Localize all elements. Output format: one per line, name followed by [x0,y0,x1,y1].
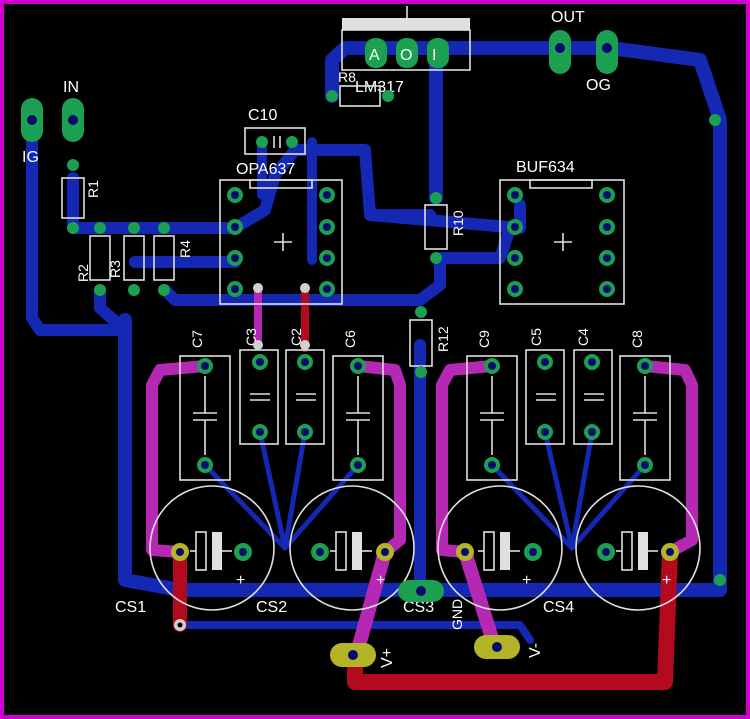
cs2-label: CS2 [256,599,287,616]
electrolytic-capacitors: + + + + CS1 CS2 CS3 CS4 [115,485,701,616]
cs4-plus: + [662,572,671,589]
opa637-label: OPA637 [236,161,295,178]
r1-label: R1 [85,180,101,198]
top-copper-traces [173,284,678,690]
c9-label: C9 [476,330,492,348]
cs2-plus: + [376,572,385,589]
c8-label: C8 [629,330,645,348]
out-label: OUT [551,9,585,26]
vminus-label: V- [527,643,544,658]
c6-label: C6 [342,330,358,348]
power-connectors: V+ V- [330,635,544,668]
lm317-pin-o: O [400,47,412,64]
ig-label: IG [22,149,39,166]
c4-label: C4 [575,328,591,346]
in-label: IN [63,79,79,96]
r2-label: R2 [75,264,91,282]
film-capacitors: C7 C6 C9 C8 [179,330,671,481]
resistor-r12: R12 [409,306,451,378]
r8-label: R8 [338,69,356,85]
resistors-r2-r3-r4: R2 R3 R4 [75,222,193,296]
r12-label: R12 [435,326,451,352]
via-traces [146,284,698,667]
output-connector: OUT OG [549,9,618,94]
resistor-r10: R10 [424,192,466,264]
resistor-r8: R8 [326,69,394,107]
opa637-opamp: OPA637 [219,161,343,305]
lm317-regulator: A O I LM317 [341,6,471,96]
r10-label: R10 [450,210,466,236]
r3-label: R3 [107,260,123,278]
c5-label: C5 [528,328,544,346]
cs1-plus: + [236,572,245,589]
vias [174,114,726,631]
og-label: OG [586,77,611,94]
lm317-pin-a: A [369,47,380,64]
cs1-label: CS1 [115,599,146,616]
c2-label: C2 [288,328,304,346]
c10-label: C10 [248,107,277,124]
buf634-label: BUF634 [516,159,575,176]
gnd-label: GND [449,599,465,630]
lm317-pin-i: I [432,47,436,64]
cs3-plus: + [522,572,531,589]
vplus-label: V+ [379,648,396,668]
capacitor-c10: C10 [244,107,306,155]
gnd-connector: GND [398,580,465,630]
c7-label: C7 [189,330,205,348]
buf634-buffer: BUF634 [499,159,625,305]
resistor-r1: R1 [61,159,101,234]
input-connector: IN IG [21,79,84,166]
cs4-label: CS4 [543,599,574,616]
cs3-label: CS3 [403,599,434,616]
r4-label: R4 [177,240,193,258]
